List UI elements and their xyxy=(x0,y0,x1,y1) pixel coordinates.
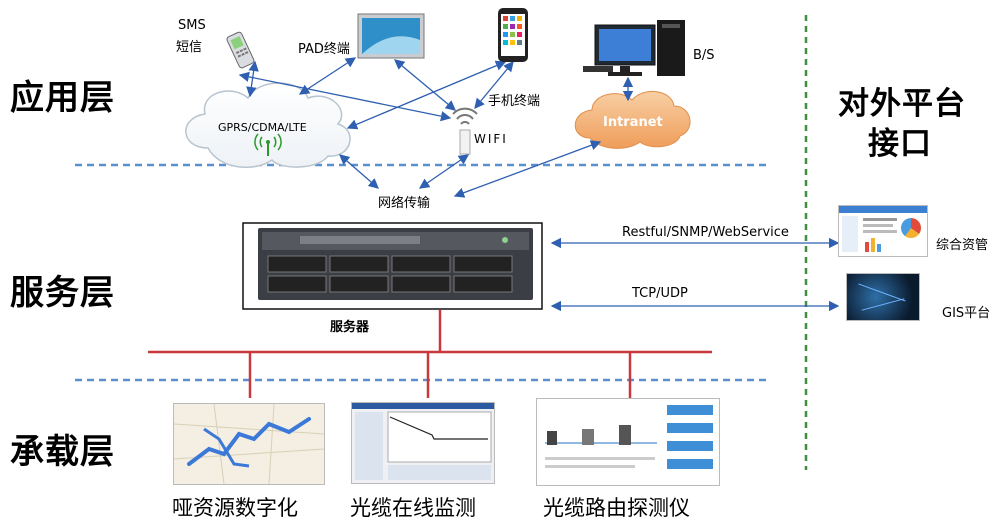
server-icon xyxy=(258,228,533,300)
integrated-resource-thumbnail xyxy=(838,205,928,257)
fiber-route-detector-thumbnail xyxy=(536,398,720,486)
restful-interface-label: Restful/SNMP/WebService xyxy=(622,225,789,240)
intranet-label: Intranet xyxy=(603,115,663,130)
server-label: 服务器 xyxy=(330,320,370,335)
sms-label-line2: 短信 xyxy=(176,40,203,55)
intranet-cloud-shape xyxy=(574,91,691,149)
bs-label: B/S xyxy=(693,48,715,63)
sms-phone-icon xyxy=(226,31,255,69)
layer-title-application: 应用层 xyxy=(10,78,115,118)
pad-terminal-label: PAD终端 xyxy=(298,42,350,57)
mobile-terminal-label: 手机终端 xyxy=(488,94,541,109)
gis-map-thumbnail xyxy=(846,273,920,321)
layer-title-service: 服务层 xyxy=(10,273,115,313)
bearer-item-resource-digitization: 哑资源数字化 xyxy=(172,496,298,520)
pad-icon xyxy=(357,13,425,59)
tcp-udp-label: TCP/UDP xyxy=(632,286,688,301)
gprs-cloud-label: GPRS/CDMA/LTE xyxy=(218,121,307,134)
sms-label-line1: SMS xyxy=(178,18,206,33)
integrated-resource-label: 综合资管 xyxy=(936,238,989,253)
bearer-item-fiber-monitoring: 光缆在线监测 xyxy=(350,496,476,520)
wifi-label: WIFI xyxy=(474,132,508,146)
external-title-line2: 接口 xyxy=(868,126,932,162)
fiber-monitor-thumbnail xyxy=(351,402,495,484)
gis-platform-label: GIS平台 xyxy=(942,306,991,321)
antenna-icon xyxy=(254,133,282,156)
layer-title-bearer: 承载层 xyxy=(10,432,115,472)
resource-map-thumbnail xyxy=(173,403,325,485)
network-transmission-label: 网络传输 xyxy=(378,196,431,211)
bearer-item-route-detector: 光缆路由探测仪 xyxy=(543,496,690,520)
mobile-phone-icon xyxy=(498,8,528,62)
pc-icon xyxy=(583,20,685,76)
external-title-line1: 对外平台 xyxy=(838,86,966,122)
